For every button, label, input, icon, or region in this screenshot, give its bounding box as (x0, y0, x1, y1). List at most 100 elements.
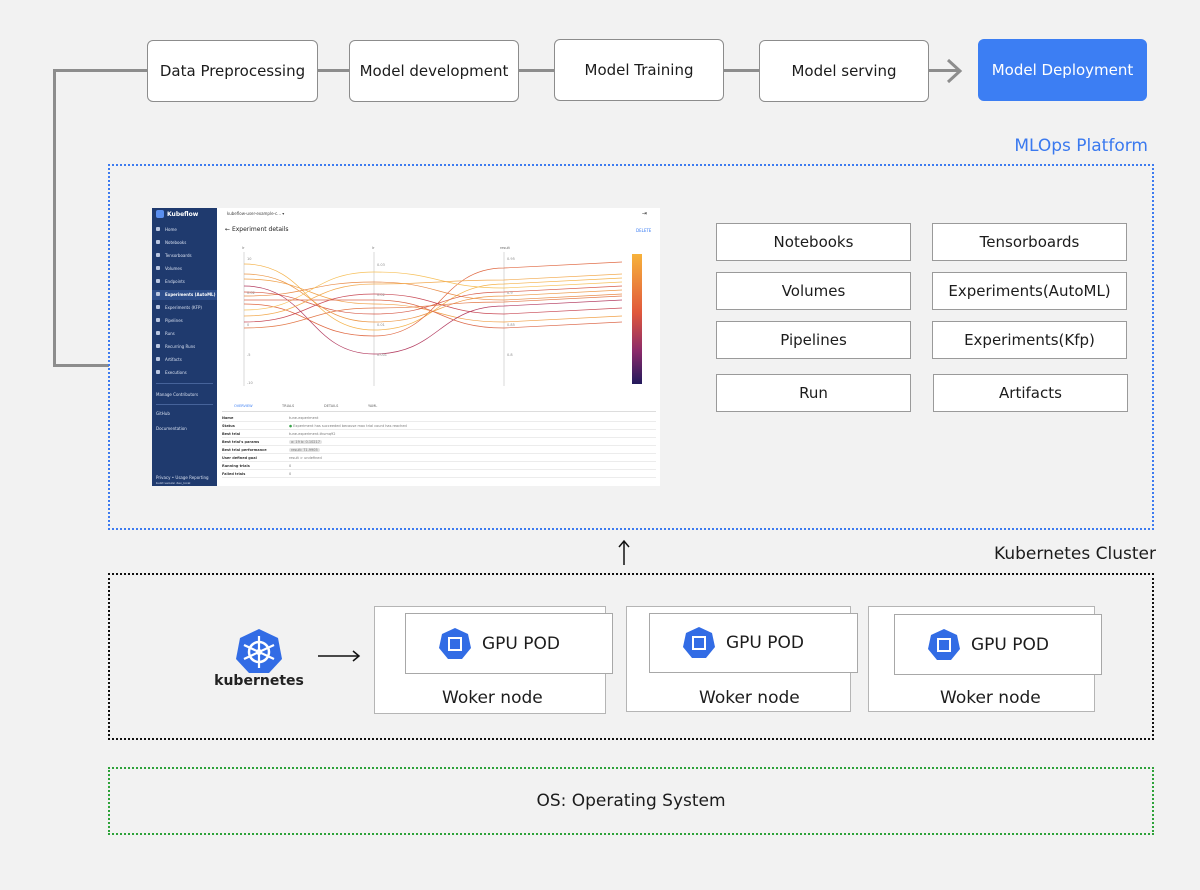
worker-node-label: Woker node (940, 688, 1041, 708)
nav-label: Recurring Runs (165, 344, 196, 349)
row-value: result > undefined (289, 456, 322, 460)
kubeflow-brand: Kubeflow (156, 210, 198, 218)
stage-model-deployment: Model Deployment (978, 39, 1147, 101)
run-icon (156, 331, 160, 335)
nav-label: Volumes (165, 266, 182, 271)
trial-lines (243, 261, 623, 355)
trial-line (243, 261, 623, 337)
tab-yaml[interactable]: YAML (368, 404, 378, 408)
kubeflow-logo-icon (156, 210, 164, 218)
tab-overview[interactable]: OVERVIEW (234, 404, 253, 408)
tab-details[interactable]: DETAILS (324, 404, 339, 408)
stage-model-training: Model Training (554, 39, 724, 101)
experiment-details-title: ← Experiment details (225, 226, 289, 233)
kubernetes-cluster-box (108, 573, 1154, 740)
trial-line (244, 299, 623, 329)
nav-endpoints[interactable]: Endpoints (156, 279, 185, 284)
nav-github[interactable]: GitHub (156, 411, 170, 416)
row-value: ● Experiment has succeeded because max t… (289, 424, 407, 428)
sidebar-build: build version dev_local (156, 481, 190, 485)
stage-model-development: Model development (349, 40, 519, 102)
row-key: User defined goal (222, 456, 257, 460)
notebook-icon (156, 240, 160, 244)
trial-line (243, 285, 623, 355)
kubernetes-logo: kubernetes (214, 627, 304, 689)
mlops-platform-box (108, 164, 1154, 530)
trial-line (243, 278, 623, 323)
nav-manage-contributors[interactable]: Manage Contributors (156, 392, 198, 397)
component-pipelines: Pipelines (716, 321, 911, 359)
connector-2 (519, 69, 554, 72)
nav-runs[interactable]: Runs (156, 331, 175, 336)
volume-icon (156, 266, 160, 270)
component-experiments-automl: Experiments(AutoML) (932, 272, 1127, 310)
build-label: build version dev_local (156, 481, 191, 485)
row-value: result: 71.9905 (289, 448, 320, 452)
nav-label: Tensorboards (165, 253, 192, 258)
row-value: 0 (289, 464, 292, 468)
arrow-right-icon (318, 650, 361, 662)
parallel-coordinates-plot: lr lr result 10 0.02 0 -5 -10 0.03 0.02 … (242, 246, 642, 386)
nav-experiments-automl[interactable]: Experiments (AutoML) (152, 290, 217, 300)
nav-documentation[interactable]: Documentation (156, 426, 187, 431)
trial-line (243, 273, 623, 317)
row-key: Best trial (222, 432, 241, 436)
row-value: tune-experiment (289, 416, 319, 420)
sidebar-divider (156, 404, 213, 405)
nav-label: Experiments (AutoML) (165, 292, 216, 297)
nav-experiments-kfp[interactable]: Experiments (KFP) (156, 305, 202, 310)
tick-label: 0.01 (377, 323, 385, 327)
kubernetes-wordmark: kubernetes (214, 673, 304, 689)
detail-row: User defined goal result > undefined (222, 454, 656, 462)
connector-1 (318, 69, 349, 72)
nav-label: Home (165, 227, 177, 232)
nav-volumes[interactable]: Volumes (156, 266, 182, 271)
axis-label-result: result (500, 246, 511, 250)
nav-artifacts[interactable]: Artifacts (156, 357, 182, 362)
gpu-pod-2: GPU POD (649, 613, 858, 673)
nav-label: Notebooks (165, 240, 187, 245)
worker-node-label: Woker node (699, 688, 800, 708)
mlops-platform-label: MLOps Platform (1014, 136, 1148, 156)
trial-line (243, 273, 623, 323)
nav-pipelines[interactable]: Pipelines (156, 318, 183, 323)
trial-line (243, 281, 623, 301)
pipeline-icon (156, 318, 160, 322)
pod-icon (928, 628, 960, 660)
nav-tensorboards[interactable]: Tensorboards (156, 253, 192, 258)
nav-home[interactable]: Home (156, 227, 177, 232)
detail-row: Status ● Experiment has succeeded because… (222, 422, 656, 430)
namespace-selector[interactable]: kubeflow-user-example-c... ▾ (227, 211, 285, 216)
logout-icon[interactable]: ⇥ (642, 210, 648, 217)
sidebar-footer: Privacy • Usage Reporting (156, 475, 209, 480)
nav-recurring-runs[interactable]: Recurring Runs (156, 344, 195, 349)
kubeflow-sidebar: Kubeflow Home Notebooks Tensorboards Vol… (152, 208, 217, 486)
tensorboard-icon (156, 253, 160, 257)
trial-line (243, 293, 623, 323)
row-key: Name (222, 416, 234, 420)
nav-label: Documentation (156, 426, 187, 431)
nav-label: Executions (165, 370, 187, 375)
tick-label: 0 (247, 323, 249, 327)
detail-row: Name tune-experiment (222, 414, 656, 422)
artifact-icon (156, 357, 160, 361)
tab-trials[interactable]: TRIALS (282, 404, 295, 408)
row-key: Best trial's params (222, 440, 260, 444)
delete-button[interactable]: DELETE (636, 228, 652, 233)
nav-executions[interactable]: Executions (156, 370, 187, 375)
status-text: Experiment has succeeded because max tri… (293, 424, 407, 428)
row-key: Failed trials (222, 472, 246, 476)
nav-label: Runs (165, 331, 175, 336)
check-icon: ● (289, 424, 293, 428)
pod-icon (683, 627, 715, 658)
nav-notebooks[interactable]: Notebooks (156, 240, 186, 245)
row-key: Status (222, 424, 235, 428)
component-artifacts: Artifacts (933, 374, 1128, 412)
stage-data-preprocessing: Data Preprocessing (147, 40, 318, 102)
arrow-right-icon (946, 58, 963, 84)
operating-system-box: OS: Operating System (108, 767, 1154, 835)
tick-label: 10 (247, 257, 251, 261)
pod-label: GPU POD (482, 633, 560, 654)
loop-line-top (53, 69, 148, 72)
kubeflow-brand-label: Kubeflow (167, 210, 199, 218)
